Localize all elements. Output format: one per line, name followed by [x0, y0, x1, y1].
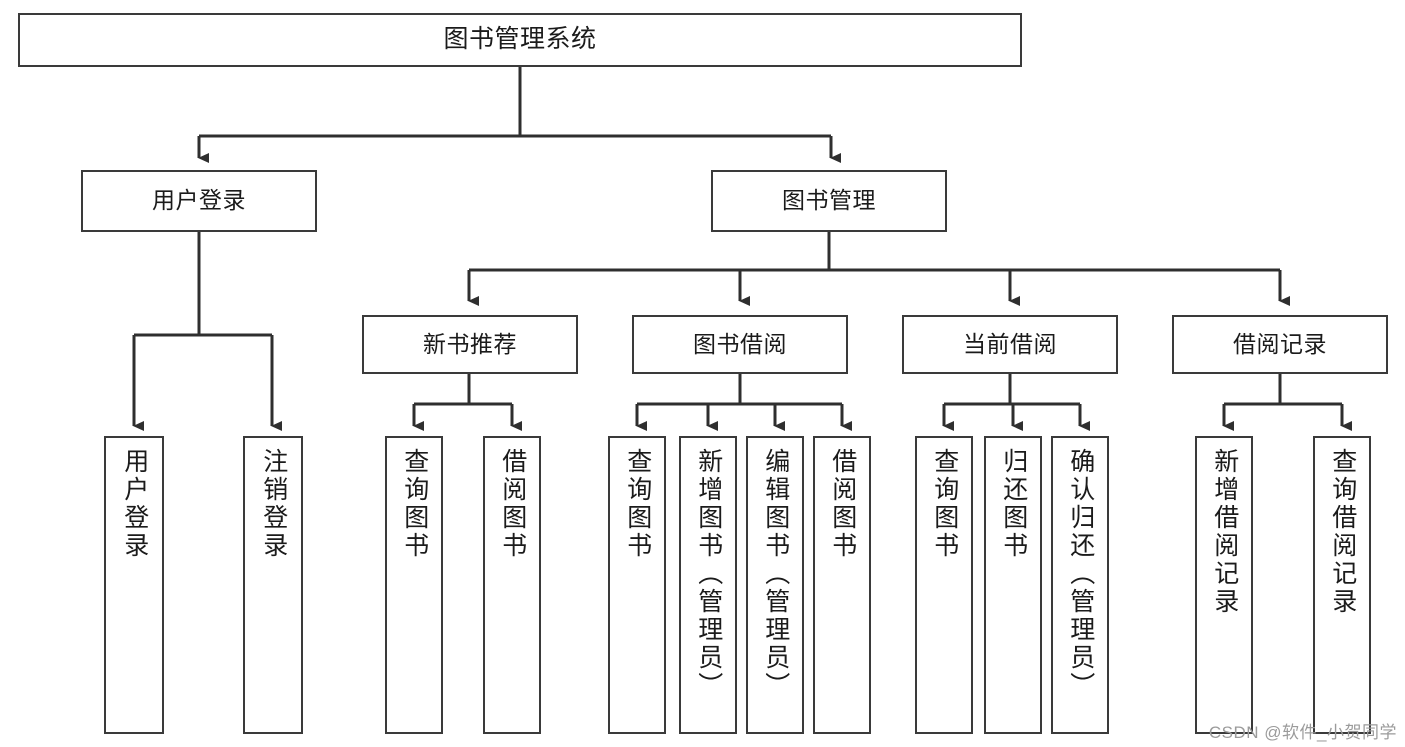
- node-leaf-return-book-label: 归还图书: [999, 448, 1028, 560]
- node-leaf-borrow-book-2[interactable]: 借阅图书: [813, 436, 871, 734]
- node-borrow-record[interactable]: 借阅记录: [1172, 315, 1388, 374]
- node-leaf-query-book-1-label: 查询图书: [400, 448, 429, 560]
- node-leaf-query-book-1[interactable]: 查询图书: [385, 436, 443, 734]
- node-leaf-add-book[interactable]: 新增图书（管理员）: [679, 436, 737, 734]
- node-leaf-user-login[interactable]: 用户登录: [104, 436, 164, 734]
- node-leaf-return-book[interactable]: 归还图书: [984, 436, 1042, 734]
- node-borrow-record-label: 借阅记录: [1233, 330, 1327, 357]
- node-leaf-edit-book-label: 编辑图书（管理员）: [761, 448, 790, 700]
- node-current-borrow[interactable]: 当前借阅: [902, 315, 1118, 374]
- node-book-manage[interactable]: 图书管理: [711, 170, 947, 232]
- node-user-login[interactable]: 用户登录: [81, 170, 317, 232]
- node-book-borrow-label: 图书借阅: [693, 330, 787, 357]
- node-leaf-query-book-3[interactable]: 查询图书: [915, 436, 973, 734]
- node-leaf-add-book-label: 新增图书（管理员）: [694, 448, 723, 700]
- watermark-text: CSDN @软件_小贺同学: [1208, 723, 1397, 742]
- node-leaf-edit-book[interactable]: 编辑图书（管理员）: [746, 436, 804, 734]
- node-leaf-query-record[interactable]: 查询借阅记录: [1313, 436, 1371, 734]
- node-root-label: 图书管理系统: [443, 25, 597, 54]
- node-book-borrow[interactable]: 图书借阅: [632, 315, 848, 374]
- node-current-borrow-label: 当前借阅: [963, 330, 1057, 357]
- node-leaf-add-record-label: 新增借阅记录: [1210, 448, 1239, 616]
- node-new-book-rec[interactable]: 新书推荐: [362, 315, 578, 374]
- node-leaf-query-book-2-label: 查询图书: [623, 448, 652, 560]
- node-user-login-label: 用户登录: [152, 187, 246, 214]
- node-leaf-borrow-book-2-label: 借阅图书: [828, 448, 857, 560]
- node-leaf-logout[interactable]: 注销登录: [243, 436, 303, 734]
- node-leaf-confirm-return-label: 确认归还（管理员）: [1066, 448, 1095, 700]
- node-leaf-borrow-book-1-label: 借阅图书: [498, 448, 527, 560]
- node-leaf-logout-label: 注销登录: [259, 448, 288, 560]
- node-leaf-borrow-book-1[interactable]: 借阅图书: [483, 436, 541, 734]
- node-leaf-query-book-3-label: 查询图书: [930, 448, 959, 560]
- node-leaf-add-record[interactable]: 新增借阅记录: [1195, 436, 1253, 734]
- node-leaf-query-record-label: 查询借阅记录: [1328, 448, 1357, 616]
- node-root[interactable]: 图书管理系统: [18, 13, 1022, 67]
- node-new-book-rec-label: 新书推荐: [423, 330, 517, 357]
- node-leaf-user-login-label: 用户登录: [120, 448, 149, 560]
- node-book-manage-label: 图书管理: [782, 187, 876, 214]
- node-leaf-query-book-2[interactable]: 查询图书: [608, 436, 666, 734]
- node-leaf-confirm-return[interactable]: 确认归还（管理员）: [1051, 436, 1109, 734]
